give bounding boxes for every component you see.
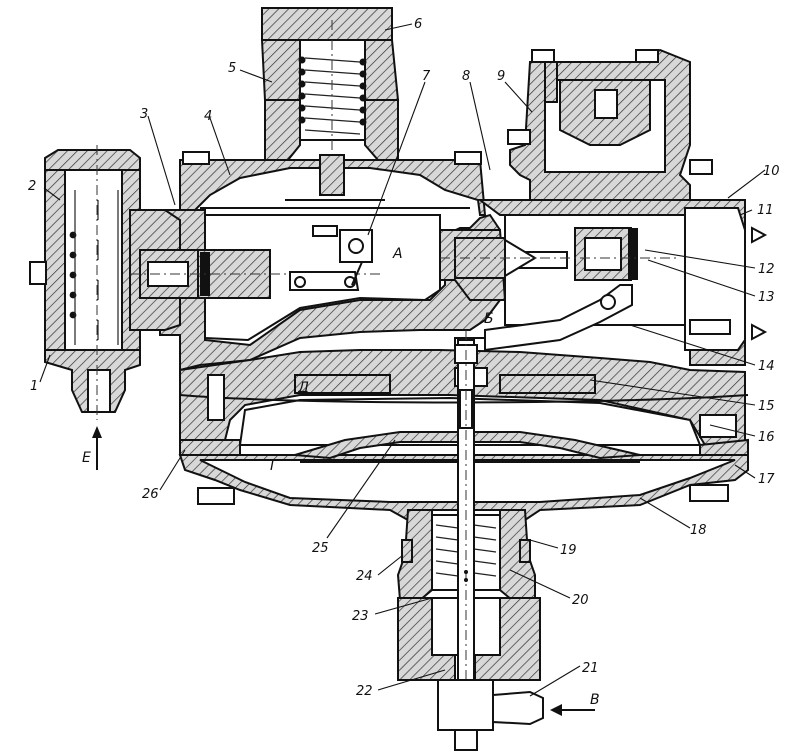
part-label-1: 1 (30, 379, 38, 394)
safety-valve-body (440, 48, 746, 366)
part-label-25: 25 (312, 541, 329, 556)
part-label-24: 24 (356, 569, 373, 584)
chamber-label-g: Г (270, 458, 279, 474)
part-label-17: 17 (758, 472, 775, 487)
impulse-arrow-v (550, 704, 595, 716)
filter-housing (29, 145, 181, 420)
part-label-6: 6 (414, 17, 422, 32)
part-label-16: 16 (758, 430, 775, 445)
bottom-fitting (437, 679, 544, 751)
part-label-21: 21 (582, 661, 599, 676)
part-label-11: 11 (757, 203, 774, 218)
adjusting-spring (298, 20, 367, 200)
part-label-12: 12 (758, 262, 775, 277)
part-label-19: 19 (560, 543, 577, 558)
inlet-arrow-e (92, 426, 102, 470)
part-label-23: 23 (352, 609, 369, 624)
lower-spring (435, 524, 497, 577)
chamber-label-v: В (590, 692, 600, 708)
leader-lines (39, 23, 766, 697)
part-label-2: 2 (28, 179, 36, 194)
part-label-13: 13 (758, 290, 775, 305)
part-label-15: 15 (758, 399, 775, 414)
part-label-22: 22 (356, 684, 373, 699)
part-label-3: 3 (140, 107, 148, 122)
part-label-10: 10 (763, 164, 780, 179)
chamber-label-d: Д (297, 380, 309, 396)
inlet-valve (130, 249, 380, 299)
chamber-label-b: Б (484, 311, 494, 327)
part-label-4: 4 (204, 109, 212, 124)
part-label-14: 14 (758, 359, 775, 374)
lower-cover (178, 431, 749, 522)
part-label-20: 20 (572, 593, 589, 608)
filter-element (69, 190, 119, 345)
bolts (182, 49, 768, 505)
part-label-5: 5 (228, 61, 236, 76)
part-label-9: 9 (497, 69, 505, 84)
part-label-7: 7 (422, 69, 431, 84)
part-label-26: 26 (142, 487, 159, 502)
chamber-label-e: Е (82, 450, 91, 466)
part-label-18: 18 (690, 523, 707, 538)
upper-cover (179, 154, 487, 216)
lever-mechanism (289, 225, 373, 291)
part-labels: 1 2 3 4 5 6 7 8 9 10 11 12 13 14 15 16 1… (28, 17, 780, 699)
part-label-8: 8 (462, 69, 470, 84)
chamber-label-a: А (392, 246, 403, 262)
chamber-labels: А Б Д Г Е В (82, 246, 600, 708)
